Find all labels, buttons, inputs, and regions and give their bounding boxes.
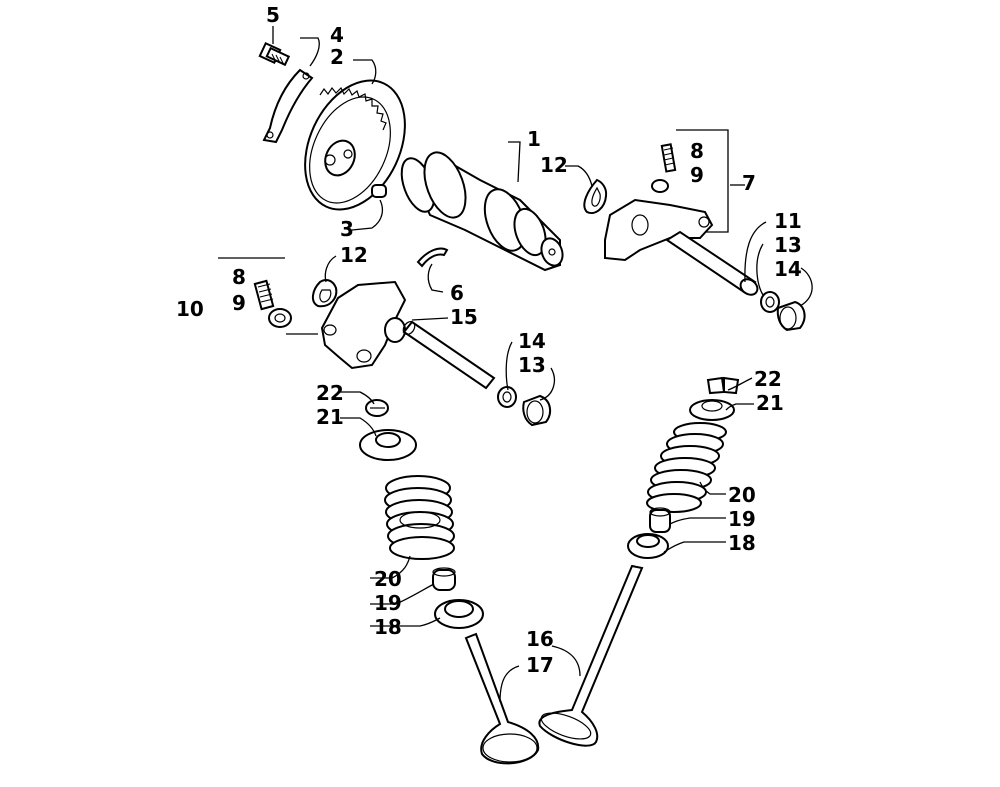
callout-21-left: 21 [316, 405, 344, 429]
clip-part [416, 247, 449, 268]
callout-6: 6 [450, 281, 464, 305]
callout-17: 17 [526, 653, 554, 677]
leader-lines [218, 26, 813, 703]
valve-seal-left-part [432, 567, 456, 591]
callout-12-lower: 12 [340, 243, 368, 267]
washer-right-part [760, 291, 780, 313]
callout-20-right: 20 [728, 483, 756, 507]
callout-labels: 5 4 2 3 1 12 6 8 9 7 11 13 14 8 9 10 12 … [176, 3, 802, 677]
valve-left-part [464, 632, 540, 765]
callout-12-upper: 12 [540, 153, 568, 177]
callout-13-right: 13 [774, 233, 802, 257]
spring-seat-left-part [434, 599, 484, 629]
valve-right-part [538, 564, 644, 747]
rocker-shaft-left-part [402, 320, 496, 390]
callout-22-left: 22 [316, 381, 344, 405]
callout-9-left: 9 [232, 291, 246, 315]
callout-18-left: 18 [374, 615, 402, 639]
o-ring-lower-part [312, 279, 338, 308]
callout-14-left: 14 [518, 329, 546, 353]
adjuster-nut-left-part [268, 308, 292, 328]
callout-21-right: 21 [756, 391, 784, 415]
o-ring-upper-part [583, 178, 608, 214]
callout-3: 3 [340, 217, 354, 241]
callout-5: 5 [266, 3, 280, 27]
spring-seat-right-part [627, 533, 669, 559]
valve-keeper-right-part [706, 376, 740, 395]
callout-8-right: 8 [690, 139, 704, 163]
adjuster-screw-left-part [253, 279, 275, 311]
callout-7: 7 [742, 171, 756, 195]
callout-4: 4 [330, 23, 344, 47]
cam-gear-part [304, 79, 406, 211]
callout-14-right: 14 [774, 257, 802, 281]
camshaft-part [400, 151, 564, 272]
valve-retainer-left-part [359, 429, 417, 461]
callout-22-right: 22 [754, 367, 782, 391]
callout-11: 11 [774, 209, 802, 233]
callout-19-left: 19 [374, 591, 402, 615]
valve-spring-left-part [384, 475, 455, 560]
callout-9-right: 9 [690, 163, 704, 187]
washer-left-part [497, 386, 517, 408]
valve-retainer-right-part [689, 399, 735, 421]
callout-13-left: 13 [518, 353, 546, 377]
callout-15: 15 [450, 305, 478, 329]
valve-seal-right-part [649, 507, 671, 533]
callout-8-left: 8 [232, 265, 246, 289]
retaining-plate-part [262, 68, 314, 144]
rocker-shaft-right-part [665, 230, 759, 296]
bolt-part [258, 41, 291, 67]
callout-18-right: 18 [728, 531, 756, 555]
callout-2: 2 [330, 45, 344, 69]
callout-10: 10 [176, 297, 204, 321]
cap-left-part [522, 394, 552, 427]
valve-keeper-left-part [365, 399, 389, 417]
callout-1: 1 [527, 127, 541, 151]
callout-19-right: 19 [728, 507, 756, 531]
rocker-arm-left-part [320, 280, 407, 370]
callout-20-left: 20 [374, 567, 402, 591]
dowel-pin-part [371, 184, 387, 198]
valve-spring-right-part [646, 422, 727, 513]
callout-16: 16 [526, 627, 554, 651]
